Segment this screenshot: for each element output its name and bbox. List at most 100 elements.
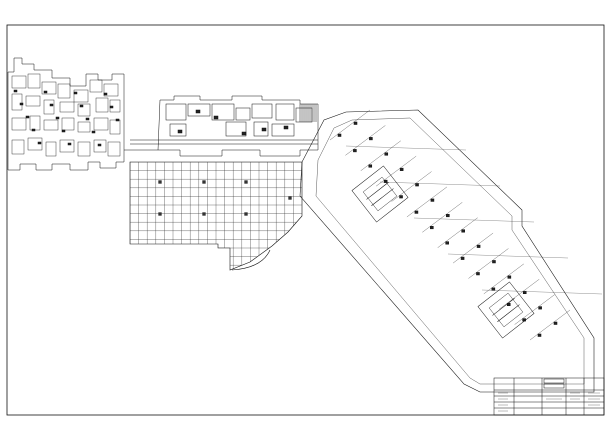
equipment-mark	[353, 149, 357, 153]
room-outline	[251, 103, 273, 119]
equipment-mark	[430, 226, 434, 230]
equipment-mark	[337, 133, 342, 137]
room-outline	[11, 139, 25, 155]
corridor-line	[481, 289, 603, 295]
equipment-mark	[445, 241, 449, 245]
room-outline	[211, 103, 235, 121]
equipment-mark	[430, 198, 435, 202]
equipment-mark	[476, 272, 480, 276]
column-marker	[202, 212, 206, 216]
fixture-mark	[85, 117, 90, 121]
room-outline	[235, 107, 251, 121]
drawing-frame	[6, 24, 605, 416]
fixture-mark	[97, 143, 102, 147]
equipment-mark	[461, 229, 465, 233]
fixture-mark	[25, 115, 30, 119]
equipment-mark	[446, 214, 450, 218]
stair-core-upper	[351, 165, 409, 223]
equipment-mark	[553, 321, 558, 325]
room-outline	[109, 119, 121, 135]
equipment-mark	[415, 183, 419, 187]
fixture-mark	[115, 118, 120, 122]
room-outline	[271, 123, 295, 137]
fixture-mark	[55, 116, 60, 120]
fixture-mark	[177, 129, 183, 134]
equipment-mark	[537, 333, 542, 337]
bay-line	[345, 125, 386, 156]
room-outline	[93, 139, 107, 153]
title-block-marks	[498, 392, 600, 412]
bay-line	[329, 109, 371, 141]
column-marker	[202, 180, 206, 184]
room-outline	[59, 139, 75, 153]
room-outline	[59, 101, 75, 113]
column-marker	[288, 196, 292, 200]
column-marker	[244, 180, 248, 184]
room-outline	[225, 121, 247, 137]
bay-line	[529, 309, 571, 341]
fixture-mark	[67, 142, 72, 146]
fixture-mark	[31, 128, 36, 132]
corridor-line	[413, 217, 535, 223]
room-outline	[103, 83, 119, 97]
room-outline	[95, 97, 109, 113]
equipment-mark	[507, 275, 512, 279]
room-outline	[77, 121, 91, 133]
corridor-line	[379, 181, 501, 187]
bay-line	[483, 263, 524, 294]
bay-line	[391, 171, 432, 202]
fixture-mark	[37, 141, 42, 145]
equipment-mark	[369, 137, 373, 141]
column-marker	[244, 212, 248, 216]
column-marker	[158, 180, 162, 184]
fixture-mark	[195, 109, 201, 114]
room-outline	[11, 75, 27, 89]
room-outline	[187, 103, 211, 117]
fixture-mark	[73, 91, 78, 95]
stair-core-lower	[477, 281, 535, 339]
room-outline	[77, 103, 91, 117]
room-outline	[41, 81, 57, 95]
bay-line	[452, 232, 494, 264]
room-outline	[27, 73, 41, 89]
room-outline	[57, 83, 71, 99]
room-outline	[165, 103, 187, 121]
grid-hall	[129, 161, 303, 271]
room-outline	[77, 141, 91, 157]
fixture-mark	[241, 131, 247, 136]
room-outline	[93, 117, 109, 131]
equipment-mark	[476, 244, 481, 248]
corridor-line	[447, 253, 569, 259]
equipment-mark	[460, 256, 465, 260]
bay-line	[376, 156, 417, 187]
room-outline	[11, 117, 27, 131]
room-outline	[169, 123, 187, 137]
bay-line	[422, 202, 463, 233]
equipment-mark	[368, 164, 373, 168]
fixture-mark	[19, 102, 24, 106]
room-outline	[253, 121, 269, 137]
fixture-mark	[91, 130, 96, 134]
bay-line	[468, 248, 509, 279]
fixture-mark	[213, 115, 219, 120]
room-outline	[43, 99, 55, 115]
fixture-mark	[13, 89, 18, 93]
fixture-mark	[109, 105, 114, 109]
room-outline	[27, 137, 43, 151]
bay-line	[406, 186, 448, 218]
column-marker	[158, 212, 162, 216]
equipment-mark	[414, 210, 419, 214]
fixture-mark	[43, 90, 48, 94]
fixture-mark	[49, 103, 54, 107]
room-outline	[29, 115, 41, 131]
fixture-mark	[61, 129, 66, 133]
room-outline	[11, 93, 23, 111]
room-outline	[61, 117, 75, 131]
room-outline	[275, 103, 295, 121]
fixture-mark	[283, 125, 289, 130]
room-outline	[45, 141, 57, 157]
equipment-mark	[522, 290, 527, 295]
room-outline	[89, 79, 103, 93]
bay-line	[514, 294, 555, 325]
